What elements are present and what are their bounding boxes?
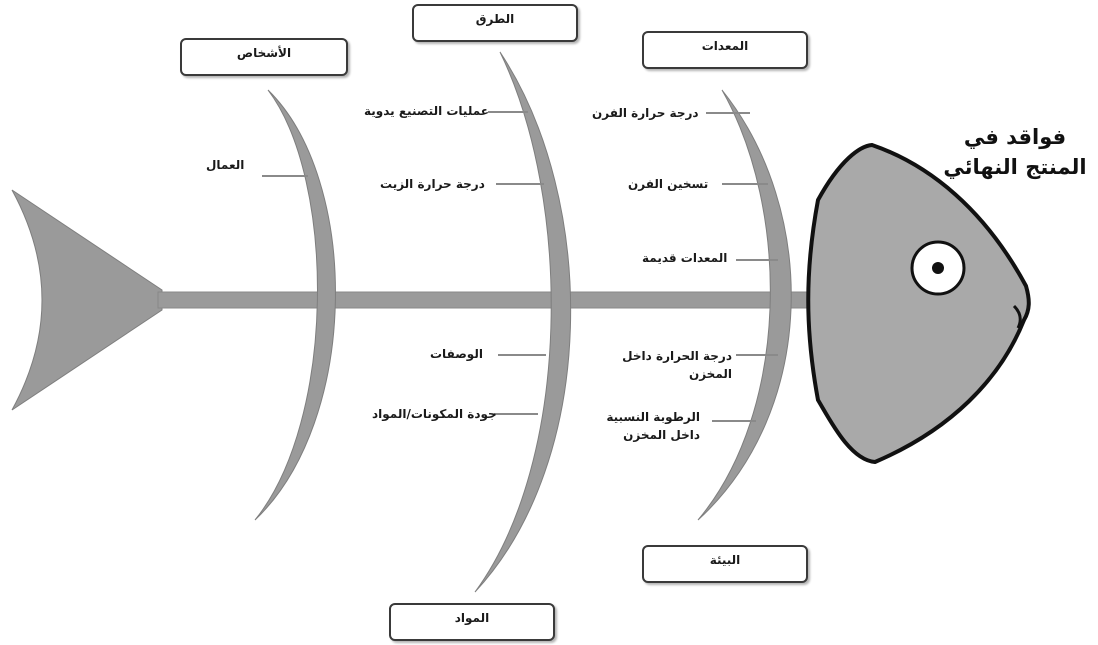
- fish-spine: [157, 291, 831, 309]
- effect-label: فواقد في المنتج النهائي: [943, 125, 1087, 179]
- cause-equipment-3: المعدات قديمة: [642, 251, 728, 265]
- fish-head: [806, 142, 1031, 465]
- cause-equipment-1: درجة حرارة الفرن: [592, 106, 699, 120]
- cause-equipment-2: تسخين الفرن: [628, 177, 709, 191]
- category-box-people: الأشخاص: [180, 38, 348, 76]
- fish-mouth: [1012, 304, 1022, 329]
- cause-materials-2: جودة المكونات/المواد: [372, 407, 497, 421]
- cause-lines: [262, 111, 778, 422]
- category-box-equipment: المعدات: [642, 31, 808, 69]
- cause-methods-1: عمليات التصنيع يدوية: [364, 104, 489, 118]
- category-box-environment: البيئة: [642, 545, 808, 583]
- category-box-materials: المواد: [389, 603, 555, 641]
- fish-tail: [11, 189, 163, 411]
- cause-methods-2: درجة حرارة الزيت: [380, 177, 485, 191]
- fish-pupil: [932, 262, 944, 274]
- cause-environment-1: درجة الحرارة داخل المخزن: [622, 349, 732, 381]
- rib-equipment-environment: [697, 89, 792, 521]
- rib-people: [254, 89, 336, 521]
- cause-environment-2: الرطوبة النسبية داخل المخزن: [606, 410, 700, 442]
- cause-materials-1: الوصفات: [430, 347, 483, 361]
- cause-people-1: العمال: [206, 158, 245, 172]
- category-box-methods: الطرق: [412, 4, 578, 42]
- rib-methods-materials: [474, 51, 572, 593]
